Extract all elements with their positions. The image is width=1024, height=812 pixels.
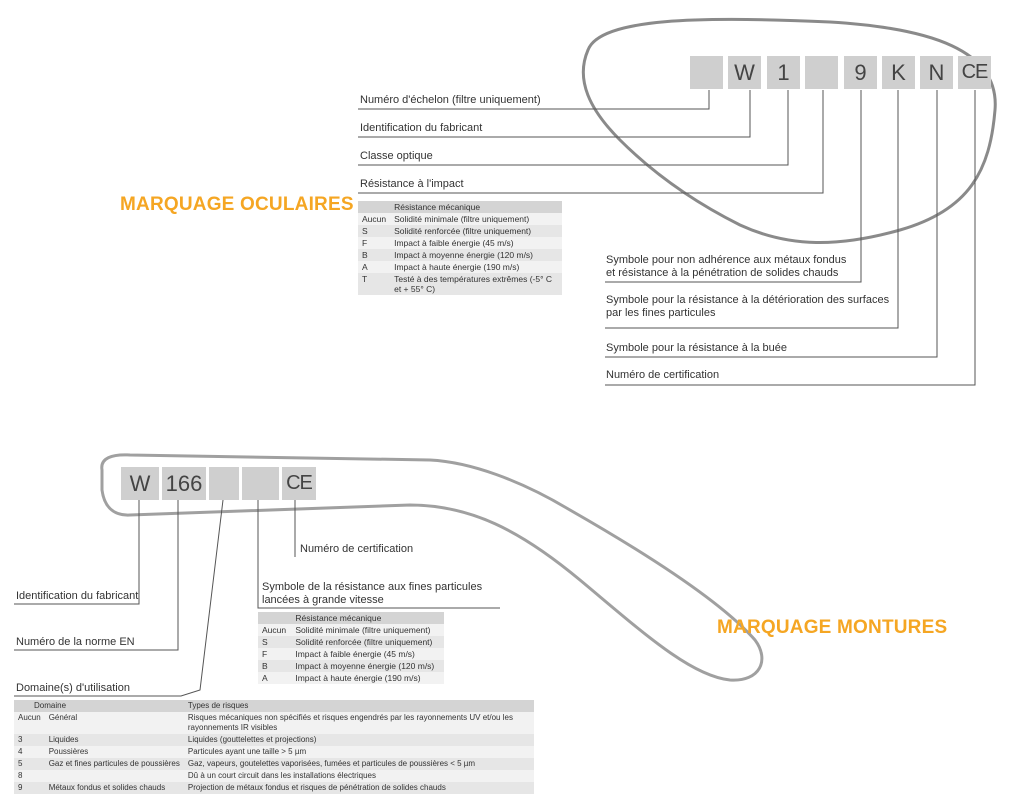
table-cell: T [358,273,391,295]
table-cell: Liquides (gouttelettes et projections) [183,734,534,746]
oculaire-box-metaux: 9 [844,56,877,89]
table-cell: Projection de métaux fondus et risques d… [183,782,534,794]
table-cell: 8 [14,770,45,782]
table-cell: Impact à faible énergie (45 m/s) [390,237,562,249]
table-cell: Impact à moyenne énergie (120 m/s) [291,660,444,672]
heading-montures: MARQUAGE MONTURES [717,617,948,638]
label-certification-monture: Numéro de certification [300,543,414,555]
monture-box-fines [242,467,279,500]
table-cell [358,201,391,213]
table-cell: Solidité renforcée (filtre uniquement) [291,636,444,648]
table-cell: Aucun [14,712,45,734]
label-fabricant-monture: Identification du fabricant [16,590,139,602]
oculaire-box-deterioration: K [882,56,915,89]
oculaire-box-fabricant: W [728,56,761,89]
monture-box-domaine [209,467,239,500]
label-buee: Symbole pour la résistance à la buée [606,342,787,354]
table-header: Types de risques [183,700,534,712]
table-cell: Impact à faible énergie (45 m/s) [291,648,444,660]
label-echelon: Numéro d'échelon (filtre uniquement) [360,94,541,106]
table-header: Domaine [14,700,184,712]
monture-box-norme: 166 [162,467,206,500]
oculaire-box-impact [805,56,838,89]
table-cell: 4 [14,746,45,758]
label-deterioration: Symbole pour la résistance à la détérior… [606,294,890,319]
table-cell [258,612,292,624]
label-fabricant-oculaire: Identification du fabricant [360,122,483,134]
oculaire-box-classe: 1 [767,56,800,89]
table-cell: Solidité renforcée (filtre uniquement) [390,225,562,237]
table-cell: S [358,225,391,237]
table-cell: Gaz et fines particules de poussières [44,758,184,770]
table-cell: Solidité minimale (filtre uniquement) [291,624,444,636]
table-cell: A [358,261,391,273]
table-cell: Impact à haute énergie (190 m/s) [291,672,444,684]
table-cell: Général [44,712,184,734]
table-cell: Liquides [44,734,184,746]
table-cell: Gaz, vapeurs, goutelettes vaporisées, fu… [183,758,534,770]
table-header: Résistance mécanique [291,612,444,624]
table-cell: Poussières [44,746,184,758]
label-metaux-fondus: Symbole pour non adhérence aux métaux fo… [606,254,847,279]
table-cell: 5 [14,758,45,770]
oculaire-box-ce-mark: CE [958,56,991,89]
label-domaines: Domaine(s) d'utilisation [16,682,130,694]
table-cell: Métaux fondus et solides chauds [44,782,184,794]
table-cell: Risques mécaniques non spécifiés et risq… [183,712,534,734]
table-cell: B [258,660,292,672]
table-cell: Impact à haute énergie (190 m/s) [390,261,562,273]
table-domaines: Domaine Types de risques Aucun Général R… [14,700,534,794]
table-cell: Aucun [358,213,391,225]
table-cell: Dû à un court circuit dans les installat… [183,770,534,782]
table-cell: 3 [14,734,45,746]
table-cell: A [258,672,292,684]
table-cell: F [358,237,391,249]
heading-oculaires: MARQUAGE OCULAIRES [120,194,354,215]
label-classe-optique: Classe optique [360,150,433,162]
label-certification-oculaire: Numéro de certification [606,369,720,381]
table-cell: Testé à des températures extrêmes (-5° C… [390,273,562,295]
oculaire-box-echelon [690,56,723,89]
table-cell: Impact à moyenne énergie (120 m/s) [390,249,562,261]
monture-box-fabricant: W [121,467,159,500]
table-cell: B [358,249,391,261]
oculaire-box-buee: N [920,56,953,89]
table-header: Résistance mécanique [390,201,562,213]
table-cell: Aucun [258,624,292,636]
table-cell: Solidité minimale (filtre uniquement) [390,213,562,225]
label-norme-en: Numéro de la norme EN [16,636,135,648]
table-cell [44,770,184,782]
frame-outline [100,453,764,682]
label-resistance-impact: Résistance à l'impact [360,178,464,190]
table-cell: 9 [14,782,45,794]
table-cell: Particules ayant une taille > 5 µm [183,746,534,758]
label-fines-particules: Symbole de la résistance aux fines parti… [262,581,483,606]
table-cell: S [258,636,292,648]
monture-box-ce-mark: CE [282,467,316,500]
lens-outline [581,17,997,245]
table-cell: F [258,648,292,660]
